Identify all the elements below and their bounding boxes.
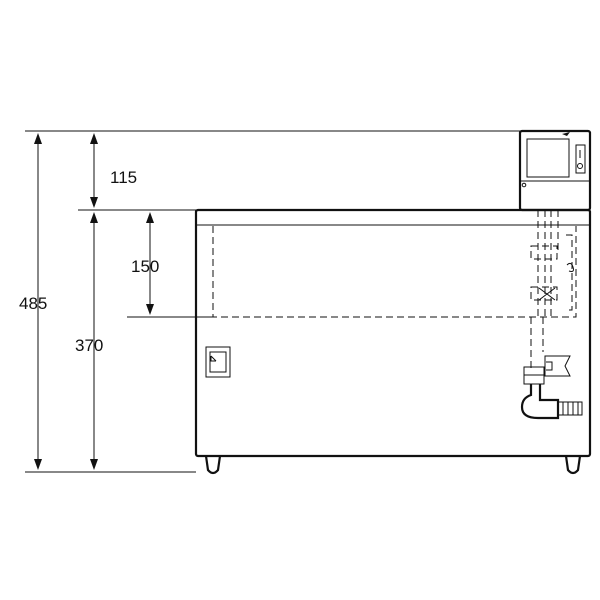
dimension-label-inner: 150 (131, 257, 159, 276)
hose-outlet-icon (557, 401, 583, 416)
drain-valve (520, 355, 583, 420)
front-switch-icon (205, 346, 231, 378)
inner-tank-hidden-outline (212, 226, 577, 318)
indicator-lamp-icon (521, 182, 527, 188)
arrow-mark-icon (562, 132, 570, 136)
control-box (518, 129, 592, 212)
dimension-inner-depth: 150 (131, 212, 159, 315)
machine-body (194, 208, 592, 475)
dimension-label-body: 370 (75, 336, 103, 355)
dimension-label-top-unit: 115 (110, 168, 137, 187)
internal-piping-hidden (530, 210, 574, 372)
dimension-top-unit-height: 115 (90, 133, 137, 208)
dimension-body-height: 370 (75, 212, 103, 470)
power-switch-icon (575, 144, 586, 174)
dimension-label-total: 485 (19, 294, 47, 313)
dimension-total-height: 485 (19, 133, 47, 470)
